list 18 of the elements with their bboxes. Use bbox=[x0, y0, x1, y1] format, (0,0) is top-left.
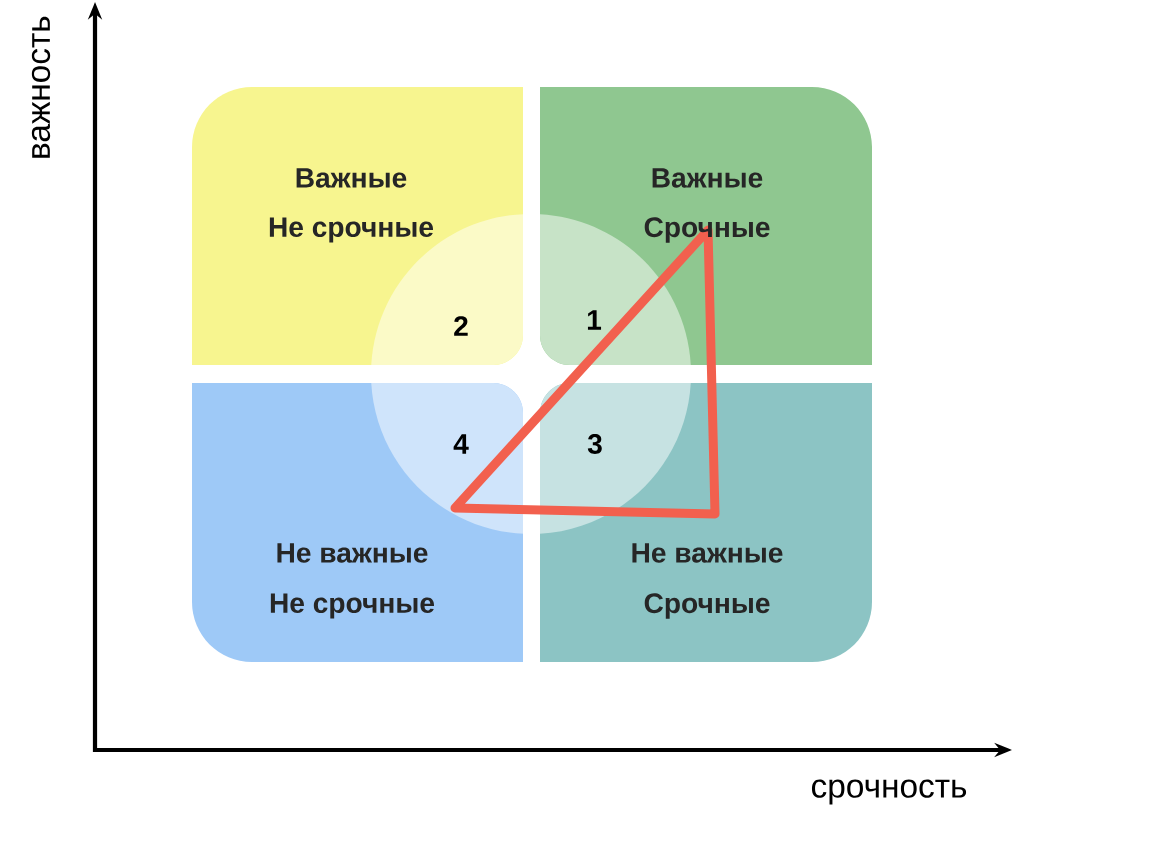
quadrant-number: 3 bbox=[587, 434, 602, 454]
axis-label: важность bbox=[31, 16, 51, 158]
quadrant-number: 2 bbox=[454, 316, 468, 336]
quadrant-label: Не срочные bbox=[269, 217, 434, 243]
quadrant-label: Не срочные bbox=[270, 593, 435, 619]
quadrant-label: Важные bbox=[296, 168, 407, 188]
quadrant-box bbox=[192, 383, 523, 662]
quadrant-number: 1 bbox=[587, 310, 602, 330]
quadrant-label: Не важные bbox=[277, 543, 428, 563]
quadrant-number: 4 bbox=[453, 434, 469, 454]
quadrant-box bbox=[540, 383, 872, 662]
quadrant-label: Срочные bbox=[644, 593, 770, 619]
quadrant-label: Срочные bbox=[644, 217, 770, 243]
quadrant-box bbox=[540, 87, 872, 365]
quadrant-box bbox=[192, 87, 523, 365]
axis-label: срочность bbox=[811, 779, 967, 805]
quadrant-label: Важные bbox=[652, 168, 763, 188]
quadrant-label: Не важные bbox=[632, 543, 783, 563]
